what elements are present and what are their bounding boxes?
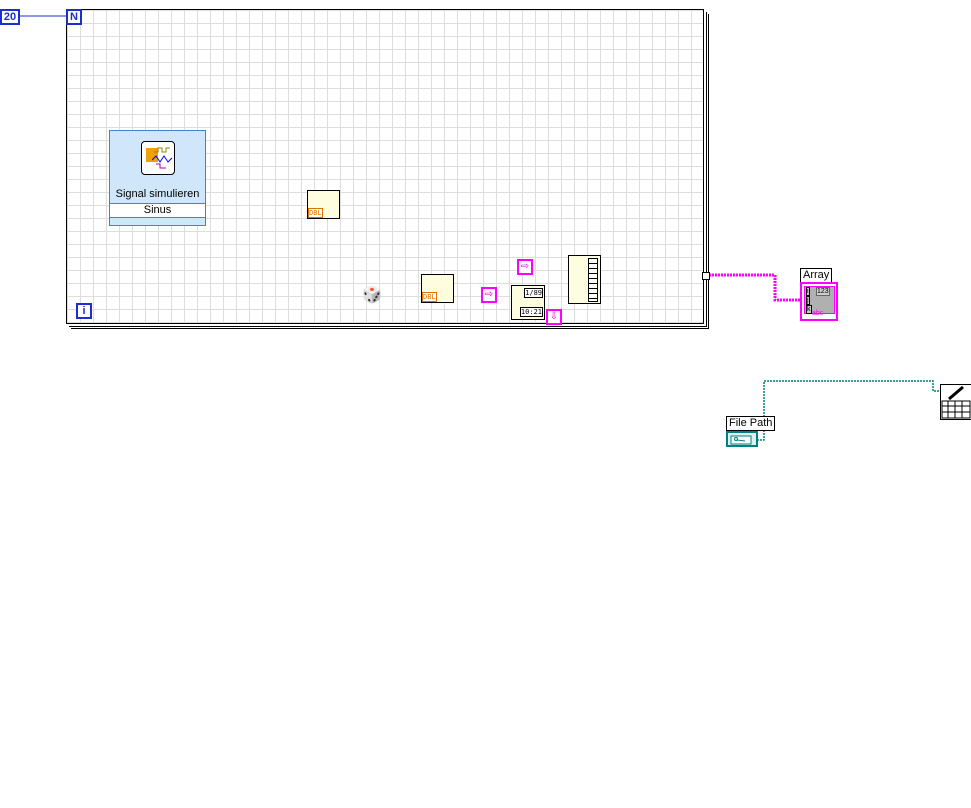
loop-iteration-terminal: i [76,303,92,319]
loop-count-terminal: N [66,9,82,25]
express-vi-simulate-signal[interactable]: Signal simulieren Sinus [109,130,206,226]
index-k: k [806,305,812,314]
tab-constant-icon[interactable]: ⇨ [517,259,533,275]
index-i: i [806,287,810,296]
tab-constant-icon[interactable]: ⇨ [481,287,497,303]
end-of-line-constant-icon[interactable]: ⇩ [546,309,562,325]
write-to-spreadsheet-file-node[interactable] [940,384,971,420]
file-path-control[interactable] [726,431,758,447]
simulate-signal-icon [141,141,175,175]
express-vi-output-sinus[interactable]: Sinus [110,203,205,218]
convert-to-string-node-2[interactable]: DBL [421,274,454,303]
array-indicator[interactable]: i j k 123 abc [800,282,838,321]
dbl-type-label: DBL [422,292,437,302]
spreadsheet-pencil-icon [941,385,971,419]
date-format-label: 1/89 [524,288,543,298]
time-format-label: 10:21 [519,307,543,317]
random-number-dice-icon[interactable]: 🎲 [362,287,382,304]
format-date-time-node[interactable]: 1/89 10:21 [511,285,545,320]
loop-count-constant[interactable]: 20 [0,9,20,25]
numeric-element: 123 [816,287,830,296]
convert-to-string-node-1[interactable]: DBL [307,190,340,219]
file-path-control-label: File Path [726,416,776,431]
array-indicator-label: Array [800,268,833,283]
build-array-node[interactable] [568,255,601,304]
loop-tunnel [702,272,710,280]
index-j: j [806,296,810,305]
path-wire [757,380,940,441]
string-type-label: abc [812,310,824,317]
express-vi-title: Signal simulieren [115,188,200,200]
dbl-type-label: DBL [308,208,323,218]
